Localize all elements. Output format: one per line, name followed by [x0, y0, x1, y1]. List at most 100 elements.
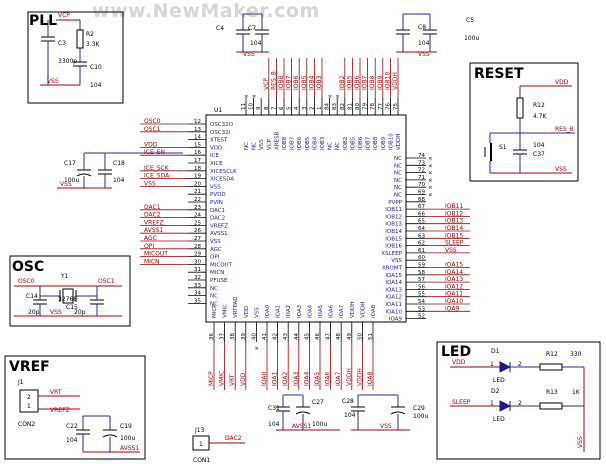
- chip-left-pin-number: 28: [194, 244, 201, 250]
- osc-c14-value: 20p: [28, 309, 40, 316]
- chip-bottom-pin-number: 42: [273, 333, 279, 340]
- pll-frame: [27, 11, 124, 104]
- chip-top-pin-name: IOB6: [297, 136, 303, 150]
- chip-right-pin-name: NC: [394, 163, 402, 169]
- reset-section[interactable]: RESET VDD R12 4.7K RES_B S1 104 C37 VSS: [469, 62, 579, 182]
- chip-top-net-label: IOB5: [301, 75, 308, 90]
- chip-bottom-pin-number: 37: [220, 333, 226, 340]
- chip-bottom-pin-name: IOA7: [339, 304, 345, 318]
- pll-c10-value: 104: [90, 82, 102, 89]
- chip-left-pin-name: OSC32O: [210, 122, 234, 128]
- chip-right-pin-number: 67: [418, 204, 425, 210]
- chip-right-pin-name: IOA13: [385, 287, 402, 293]
- chip-ref: U1: [214, 107, 222, 114]
- led-r13-ref: R13: [546, 389, 558, 396]
- chip-bottom-pin-name: VDD: [244, 306, 250, 318]
- chip-top-net-label: IOB6: [293, 75, 300, 90]
- led-vss-label: VSS: [577, 436, 584, 448]
- chip-top-net-label: IOB10: [384, 72, 391, 90]
- chip-left-pin-number: 16: [194, 150, 201, 156]
- pll-section[interactable]: PLL VCP R2 3.3K C3 3300p C10 104 VSS: [27, 11, 124, 104]
- chip-left-net-label: OPI: [144, 243, 154, 250]
- chip-top-pin-number: 5: [287, 106, 293, 110]
- chip-right-pin-number: 71: [418, 175, 425, 181]
- chip-right-pin-number: 59: [418, 263, 425, 269]
- led-sleep-label: SLEEP: [452, 399, 471, 406]
- c5-ref: C5: [466, 17, 474, 24]
- chip-left-pin-number: 19: [194, 174, 201, 180]
- chip-top-nc-marker: ×: [335, 94, 340, 100]
- chip-bottom-pin-number: 49: [347, 333, 353, 340]
- chip-bottom-pin-number: 44: [294, 333, 300, 340]
- chip-right-net-label: IOB11: [445, 203, 463, 210]
- chip-left-pin-number: 31: [194, 267, 201, 273]
- chip-right-pin-number: 55: [418, 292, 425, 298]
- chip-right-net-label: IOB14: [445, 225, 463, 232]
- chip-bottom-pin-name: VDDH: [350, 302, 356, 318]
- chip-bottom-net-label: IOA4: [303, 372, 310, 386]
- bottom-caps[interactable]: C31 104 C27 100u AVSS1 C28 104 C29 100u …: [192, 394, 428, 464]
- reset-c37-value: 104: [533, 142, 545, 149]
- c31-ref: C31: [268, 405, 280, 412]
- chip-right-pin-number: 64: [418, 226, 425, 232]
- chip-bottom-pin-name: MICP: [212, 304, 218, 318]
- led-d2-ref: D2: [491, 388, 500, 395]
- pll-vcp-label: VCP: [58, 12, 70, 19]
- chip-left-net-label: VDD: [144, 141, 158, 148]
- vref-c22-ref: C22: [66, 423, 78, 430]
- led-section[interactable]: LED VDD 1 D1 LED 2 R12 330 SLEEP 1 D2 LE…: [436, 341, 601, 460]
- chip-top-net-label: IOB5: [346, 75, 353, 90]
- chip-right-pin-number: 62: [418, 241, 425, 247]
- chip-right-pin-name: IOA15: [385, 273, 402, 279]
- chip-top-pin-number: 8: [264, 106, 270, 110]
- osc-crystal: [62, 288, 74, 304]
- reset-vdd-label: VDD: [555, 79, 569, 86]
- chip-right-pin-number: 73: [418, 160, 425, 166]
- chip-top-pin-name: NC: [244, 142, 250, 150]
- vref-section[interactable]: VREF J1 2 1 CON2 VRT VREFZ C22 104 C19 1…: [4, 355, 146, 460]
- chip-right-pin-number: 58: [418, 270, 425, 276]
- chip-left-pin-name: VSS: [210, 239, 221, 245]
- chip-top-pin-name: IOB2: [343, 137, 349, 150]
- chip-right-nc-marker: ×: [428, 171, 433, 177]
- chip-right-pin-number: 60: [418, 255, 425, 261]
- chip-top-pin-name: IOB8: [282, 136, 288, 150]
- chip-bottom-pin-number: 48: [336, 333, 342, 340]
- chip-bottom-pin-number: 43: [283, 333, 289, 340]
- osc-y1-ref: Y1: [60, 273, 69, 280]
- c4-ref: C4: [216, 25, 224, 32]
- chip-bottom-pin-number: 46: [315, 333, 321, 340]
- chip-bottom-pin-name: IOA6: [329, 304, 335, 318]
- vref-j1-pin1: 1: [27, 403, 31, 410]
- chip-bottom-pin-number: 38: [230, 333, 236, 340]
- led-title: LED: [441, 344, 471, 360]
- chip-left-pin-name: AGC: [210, 247, 222, 253]
- chip-left-pin-number: 32: [194, 275, 201, 281]
- chip-top-net-label: IOB9: [377, 75, 384, 90]
- vref-j1-ref: J1: [17, 379, 24, 386]
- chip-left-pin-name: XICESDA: [210, 177, 234, 183]
- chip-bottom-pin-name: IOA2: [286, 305, 292, 318]
- vref-con-label: CON2: [18, 421, 35, 428]
- osc-section[interactable]: OSC OSC0 OSC1 Y1 32768 C14 C15 20p: [9, 255, 131, 327]
- chip-bottom-net-label: IOA5: [314, 372, 321, 386]
- chip-top-pin-number: 2: [309, 107, 315, 111]
- top-caps[interactable]: C4 C7 104 VSS C8 104 C5 100u VSS: [216, 13, 479, 58]
- left-caps[interactable]: C17 100u C18 104 VSS: [57, 152, 183, 189]
- chip-left-pin-name: DAC1: [210, 208, 225, 214]
- chip-bottom-pin-name: IOA8: [371, 304, 377, 318]
- chip-bottom-pin-number: 40: [251, 333, 257, 340]
- chip-left-pin-name: ICE: [210, 153, 219, 159]
- chip-left-pin-number: 13: [194, 127, 201, 133]
- chip-right-pin-number: 53: [418, 306, 425, 312]
- j13-ref: J13: [194, 427, 205, 434]
- chip-top-net-label: VDDH: [392, 72, 399, 90]
- chip-right-pin-number: 68: [418, 197, 425, 203]
- chip-top-pin-number: 84: [325, 103, 331, 110]
- pll-c3-ref: C3: [58, 40, 66, 47]
- chip-bottom-net-label: IOA8: [367, 372, 374, 386]
- chip-right-pin-number: 63: [418, 233, 425, 239]
